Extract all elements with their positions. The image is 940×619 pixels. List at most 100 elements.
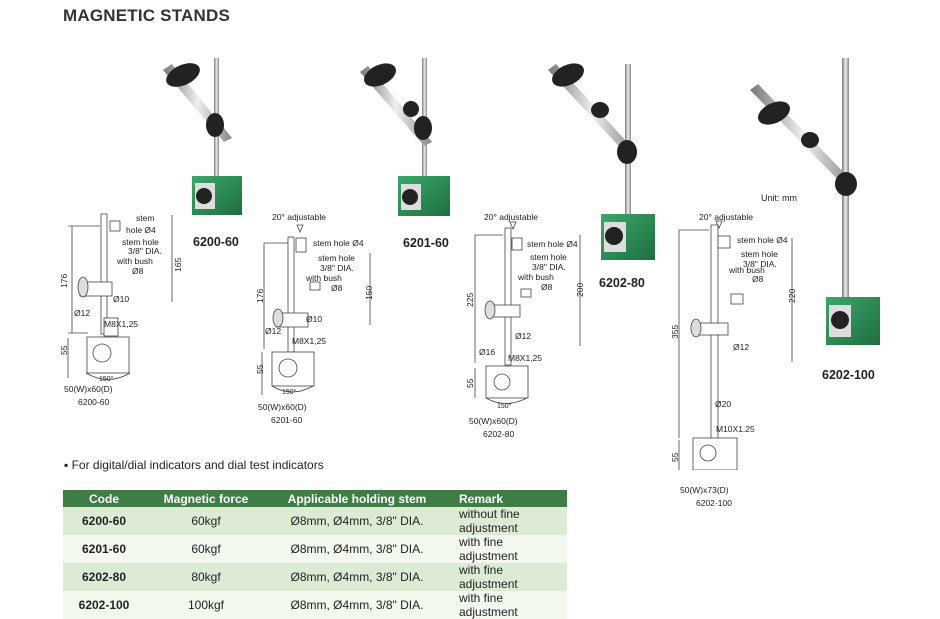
cell-stem: Ø8mm, Ø4mm, 3/8" DIA. (267, 535, 447, 563)
svg-text:6202-80: 6202-80 (483, 429, 514, 439)
cell-code: 6202-80 (63, 563, 145, 591)
svg-text:150: 150 (364, 286, 374, 300)
cell-stem: Ø8mm, Ø4mm, 3/8" DIA. (267, 563, 447, 591)
svg-text:stem hole: stem hole (530, 252, 567, 262)
cell-remark: with fine adjustment (447, 591, 567, 619)
table-row: 6202-100 100kgf Ø8mm, Ø4mm, 3/8" DIA. wi… (63, 591, 567, 619)
svg-text:165: 165 (173, 258, 183, 272)
base-size-6202-100: 50(W)x73(D) (680, 485, 729, 495)
col-remark: Remark (447, 490, 567, 507)
svg-text:20° adjustable: 20° adjustable (699, 212, 753, 222)
svg-text:50(W)x60(D): 50(W)x60(D) (64, 384, 113, 394)
cell-code: 6201-60 (63, 535, 145, 563)
svg-text:Ø8: Ø8 (752, 274, 764, 284)
svg-text:20° adjustable: 20° adjustable (272, 212, 326, 222)
svg-text:50(W)x60(D): 50(W)x60(D) (258, 402, 307, 412)
stem-note-2: hole Ø4 (126, 225, 156, 235)
svg-text:3/8" DIA.: 3/8" DIA. (320, 263, 354, 273)
caption-6202-100: 6202-100 (696, 498, 732, 508)
product-code-6200-60: 6200-60 (193, 235, 239, 249)
drawing-6202-80 (474, 221, 581, 404)
svg-text:176: 176 (255, 289, 265, 303)
svg-text:Ø12: Ø12 (265, 326, 281, 336)
table-header-row: Code Magnetic force Applicable holding s… (63, 490, 567, 507)
svg-text:M8X1,25: M8X1,25 (508, 353, 542, 363)
svg-text:150°: 150° (99, 375, 114, 383)
product-code-6201-60: 6201-60 (403, 236, 449, 250)
svg-text:200: 200 (575, 283, 585, 297)
svg-text:Ø8: Ø8 (331, 283, 343, 293)
svg-text:176: 176 (59, 274, 69, 288)
cell-force: 100kgf (145, 591, 267, 619)
table-row: 6201-60 60kgf Ø8mm, Ø4mm, 3/8" DIA. with… (63, 535, 567, 563)
col-code: Code (63, 490, 145, 507)
stem-note-3: stem hole (122, 237, 159, 247)
usage-note: ▪ For digital/dial indicators and dial t… (64, 458, 324, 472)
svg-text:50(W)x60(D): 50(W)x60(D) (469, 416, 518, 426)
svg-text:225: 225 (465, 293, 475, 307)
drawing-6202-100-labels: 20° adjustable stem hole Ø4 stem hole 3/… (670, 212, 797, 462)
cell-remark: without fine adjustment (447, 507, 567, 535)
svg-text:6200-60: 6200-60 (78, 397, 109, 407)
cell-remark: with fine adjustment (447, 535, 567, 563)
cell-force: 60kgf (145, 507, 267, 535)
table-row: 6200-60 60kgf Ø8mm, Ø4mm, 3/8" DIA. with… (63, 507, 567, 535)
svg-text:220: 220 (787, 289, 797, 303)
svg-text:Ø12: Ø12 (733, 342, 749, 352)
svg-text:stem hole: stem hole (741, 249, 778, 259)
col-stem: Applicable holding stem (267, 490, 447, 507)
product-illustrations: stem hole Ø4 stem hole 3/8" DIA. with bu… (59, 58, 880, 470)
svg-text:3/8" DIA.: 3/8" DIA. (743, 259, 777, 269)
svg-text:M10X1.25: M10X1.25 (716, 424, 755, 434)
cell-code: 6202-100 (63, 591, 145, 619)
svg-text:M8X1,25: M8X1,25 (104, 319, 138, 329)
svg-text:Ø12: Ø12 (515, 331, 531, 341)
svg-text:stem hole Ø4: stem hole Ø4 (313, 238, 364, 248)
photo-6200-60 (163, 58, 242, 215)
drawing-6201-60-labels: 20° adjustable stem hole Ø4 stem hole 3/… (255, 212, 374, 425)
cell-stem: Ø8mm, Ø4mm, 3/8" DIA. (267, 507, 447, 535)
svg-text:355: 355 (670, 325, 680, 339)
product-code-6202-100: 6202-100 (822, 368, 875, 382)
svg-text:M8X1,25: M8X1,25 (292, 336, 326, 346)
col-force: Magnetic force (145, 490, 267, 507)
svg-text:150°: 150° (497, 402, 512, 410)
photo-6201-60 (360, 58, 450, 216)
svg-text:55: 55 (465, 378, 475, 388)
svg-text:3/8" DIA.: 3/8" DIA. (532, 262, 566, 272)
page-title: MAGNETIC STANDS (63, 6, 231, 25)
cell-force: 80kgf (145, 563, 267, 591)
svg-text:Ø16: Ø16 (479, 347, 495, 357)
svg-text:with bush: with bush (116, 256, 153, 266)
svg-text:stem hole: stem hole (318, 253, 355, 263)
spec-table: Code Magnetic force Applicable holding s… (63, 490, 567, 619)
svg-text:stem hole Ø4: stem hole Ø4 (737, 235, 788, 245)
svg-text:Ø20: Ø20 (715, 399, 731, 409)
drawing-6200-60 (67, 213, 173, 380)
cell-code: 6200-60 (63, 507, 145, 535)
svg-text:55: 55 (670, 452, 680, 462)
svg-text:20° adjustable: 20° adjustable (484, 212, 538, 222)
svg-text:stem hole Ø4: stem hole Ø4 (527, 239, 578, 249)
drawing-6200-60-labels: stem hole Ø4 stem hole 3/8" DIA. with bu… (59, 213, 183, 407)
svg-text:Ø8: Ø8 (541, 282, 553, 292)
svg-text:with bush: with bush (305, 273, 342, 283)
svg-text:6201-60: 6201-60 (271, 415, 302, 425)
photo-6202-80 (548, 63, 655, 260)
svg-text:Ø10: Ø10 (113, 294, 129, 304)
photo-6202-100 (750, 58, 880, 345)
product-code-6202-80: 6202-80 (599, 276, 645, 290)
svg-text:Ø12: Ø12 (74, 308, 90, 318)
svg-text:3/8" DIA.: 3/8" DIA. (128, 246, 162, 256)
svg-text:55: 55 (255, 364, 265, 374)
drawing-6202-80-labels: 20° adjustable stem hole Ø4 stem hole 3/… (465, 212, 585, 439)
unit-note: Unit: mm (761, 193, 797, 203)
svg-text:Ø8: Ø8 (132, 266, 144, 276)
svg-text:with bush: with bush (728, 265, 765, 275)
svg-text:Ø10: Ø10 (306, 314, 322, 324)
drawing-6202-100 (678, 220, 793, 470)
cell-stem: Ø8mm, Ø4mm, 3/8" DIA. (267, 591, 447, 619)
svg-text:55: 55 (59, 345, 69, 355)
svg-text:with bush: with bush (517, 272, 554, 282)
stem-note-1: stem (136, 213, 154, 223)
